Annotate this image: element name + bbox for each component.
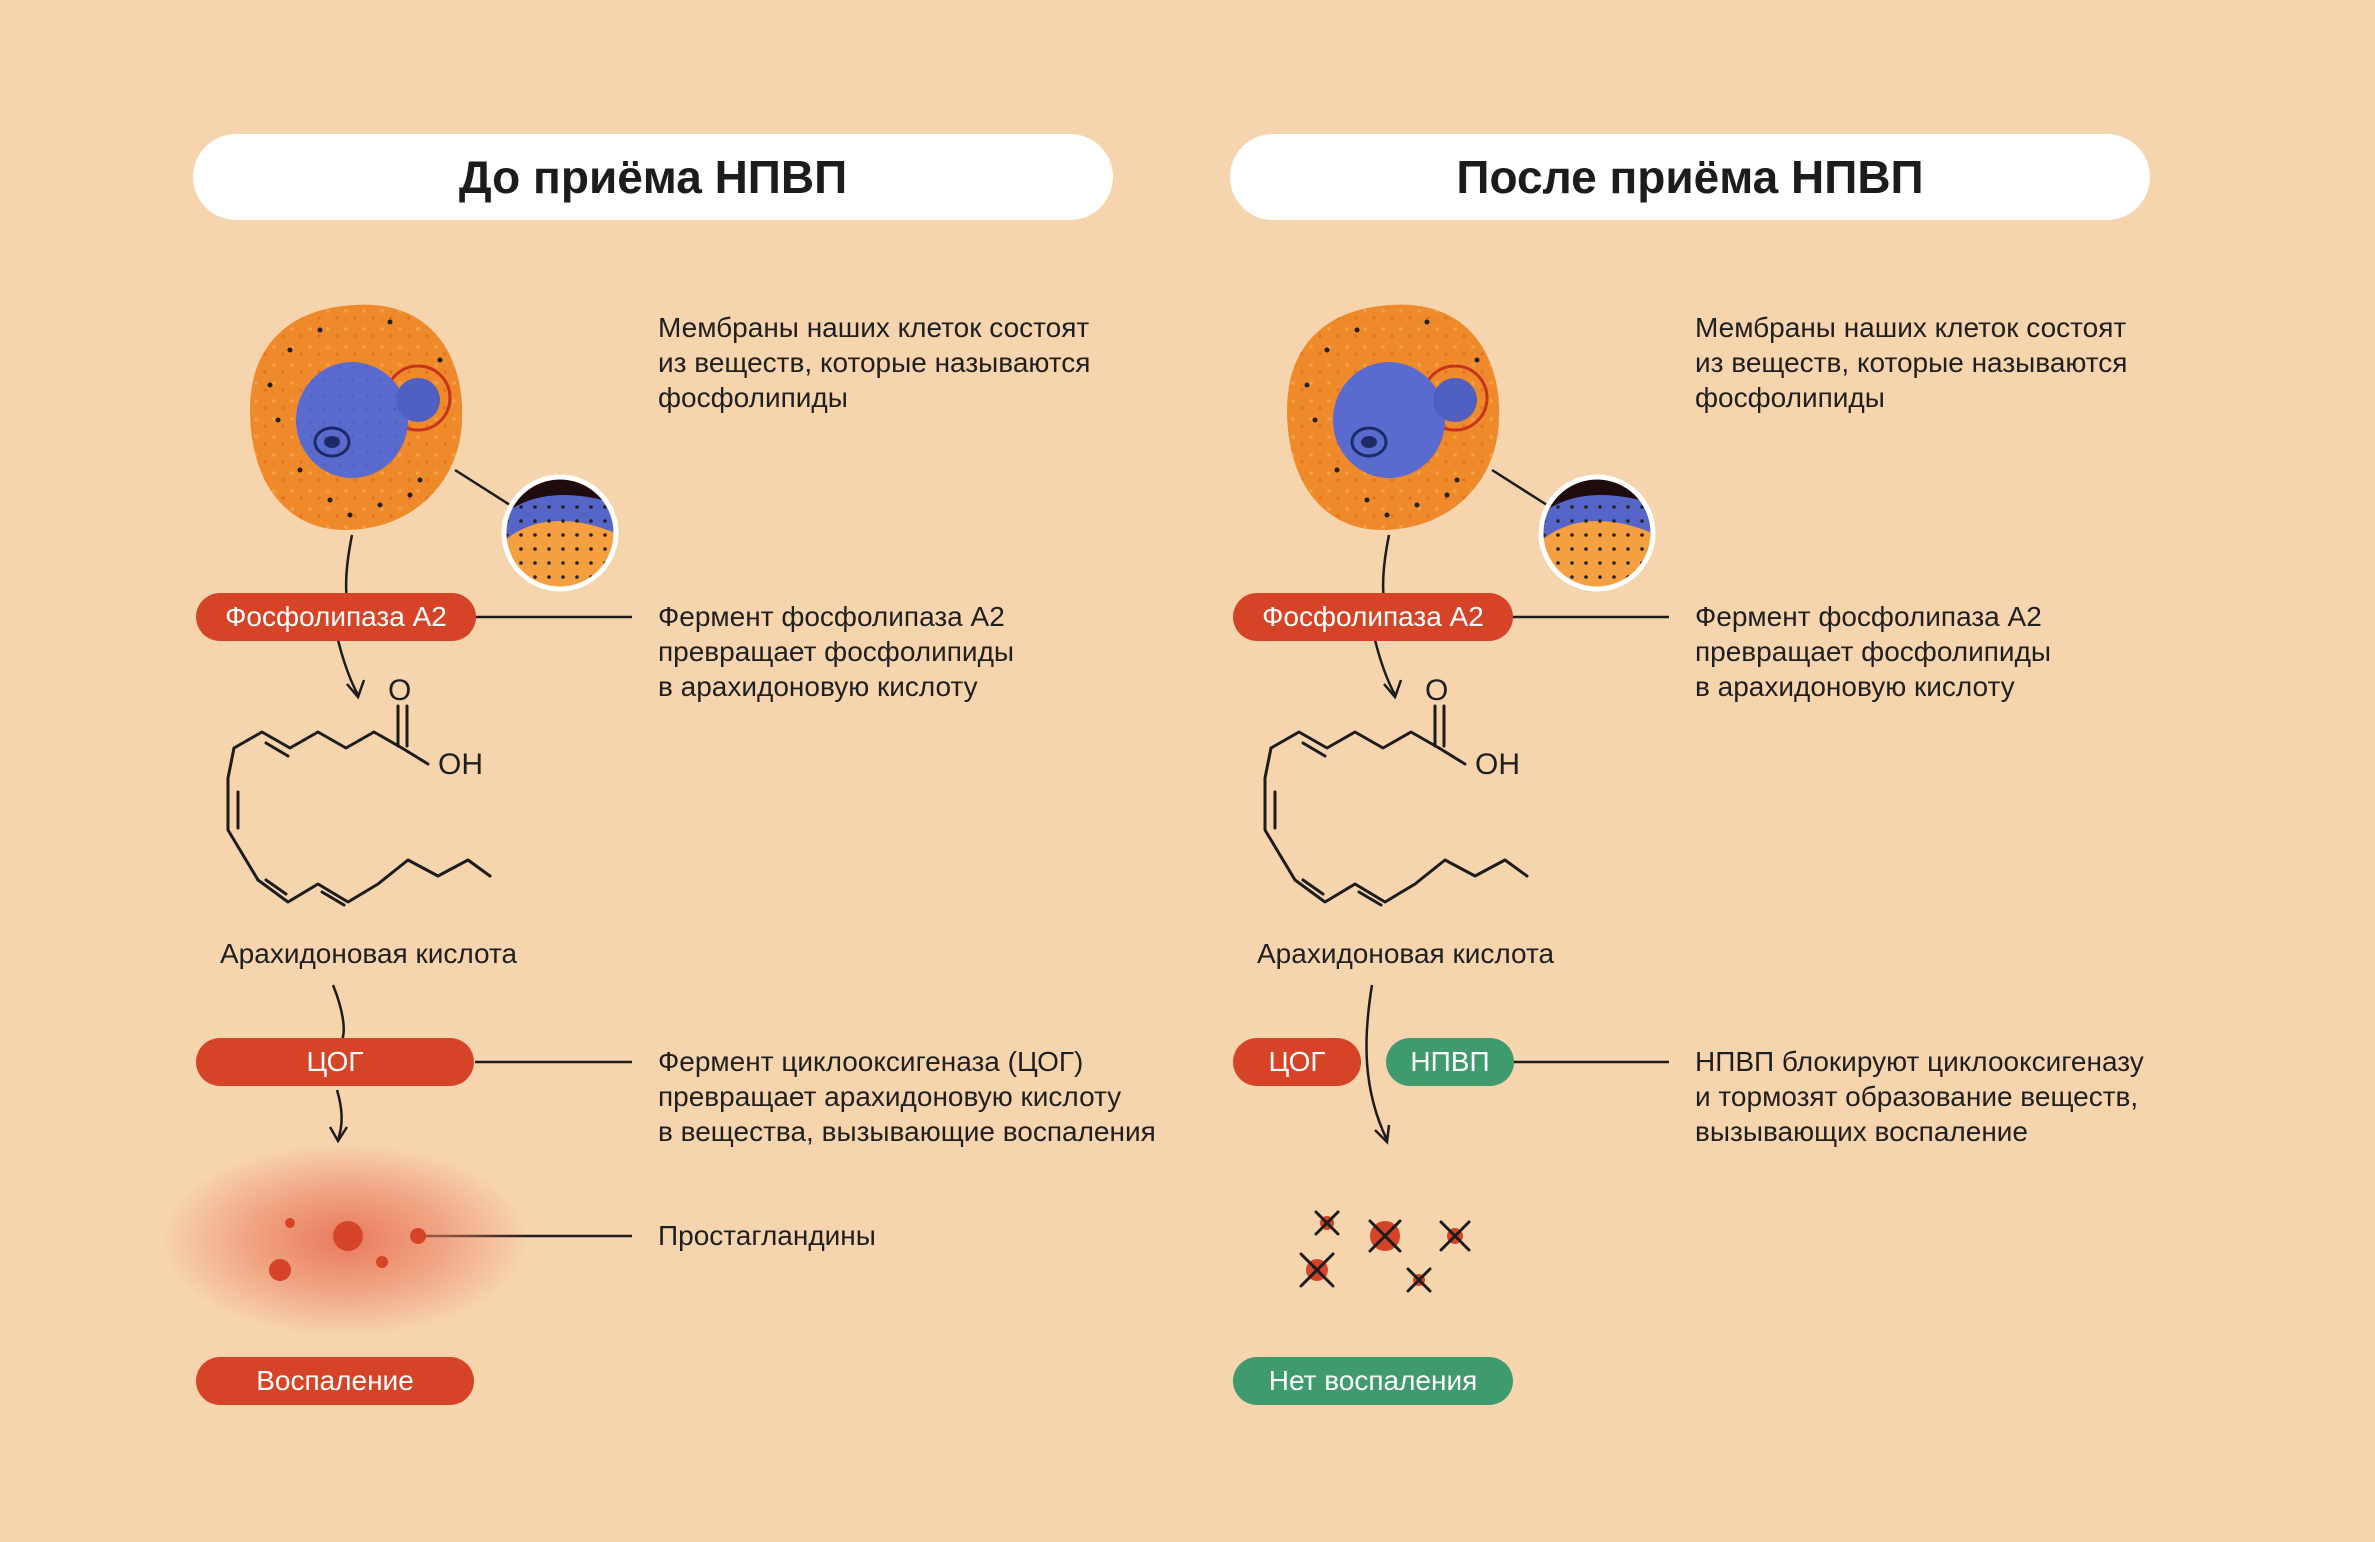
blocked-prostaglandins <box>1299 1210 1471 1293</box>
connector-lines <box>1512 615 1669 1064</box>
atom-hydroxyl: OH <box>438 748 483 781</box>
prostaglandin-dots <box>269 1218 426 1281</box>
arachidonic-acid-drawing <box>226 704 492 907</box>
panel-before: До приёма НПВП <box>0 0 1187 1542</box>
nsaid-pill: НПВП <box>1386 1038 1514 1086</box>
result-pill-inflammation: Воспаление <box>196 1357 474 1405</box>
enzyme-pill-phospholipase: Фосфолипаза А2 <box>1233 593 1513 641</box>
membrane-zoom-icon <box>501 474 619 592</box>
arrow-down-icon <box>331 984 345 1041</box>
molecule-name: Арахидоновая кислота <box>1257 938 1555 969</box>
enzyme-description: Фермент фосфолипаза А2 превращает фосфол… <box>1695 601 2052 702</box>
cox-pill: ЦОГ <box>1233 1038 1361 1086</box>
atom-oxygen: O <box>388 674 412 707</box>
atom-oxygen: O <box>1425 674 1449 707</box>
cox-pill: ЦОГ <box>196 1038 474 1086</box>
diagram-graphics-before <box>250 304 632 1238</box>
cell-icon <box>1287 304 1548 530</box>
nsaid-description: НПВП блокируют циклооксигеназу и тормозя… <box>1695 1046 2144 1147</box>
arrow-down-icon <box>335 1089 343 1141</box>
molecule-name: Арахидоновая кислота <box>220 938 518 969</box>
atom-hydroxyl: OH <box>1475 748 1520 781</box>
prostaglandins-label: Простагландины <box>658 1220 876 1251</box>
cell-description: Мембраны наших клеток состоят из веществ… <box>658 312 1091 413</box>
arrow-down-icon <box>1373 639 1397 696</box>
diagram-graphics-after <box>1263 304 1669 1293</box>
arrow-down-icon <box>1365 984 1389 1141</box>
result-pill-no-inflammation: Нет воспаления <box>1233 1357 1513 1405</box>
cell-icon <box>250 304 511 530</box>
enzyme-description: Фермент фосфолипаза А2 превращает фосфол… <box>658 601 1015 702</box>
panel-header-after: После приёма НПВП <box>1230 134 2150 220</box>
enzyme-pill-phospholipase: Фосфолипаза А2 <box>196 593 476 641</box>
cox-description: Фермент циклооксигеназа (ЦОГ) превращает… <box>658 1046 1156 1147</box>
arachidonic-acid-structure <box>1263 704 1529 907</box>
cell-description: Мембраны наших клеток состоят из веществ… <box>1695 312 2128 413</box>
membrane-zoom-icon <box>1538 474 1656 592</box>
panel-after: После приёма НПВП <box>1037 0 2224 1542</box>
arrow-down-icon <box>336 639 360 696</box>
blocked-cross-icon <box>1299 1210 1471 1293</box>
panel-header-before: До приёма НПВП <box>193 134 1113 220</box>
